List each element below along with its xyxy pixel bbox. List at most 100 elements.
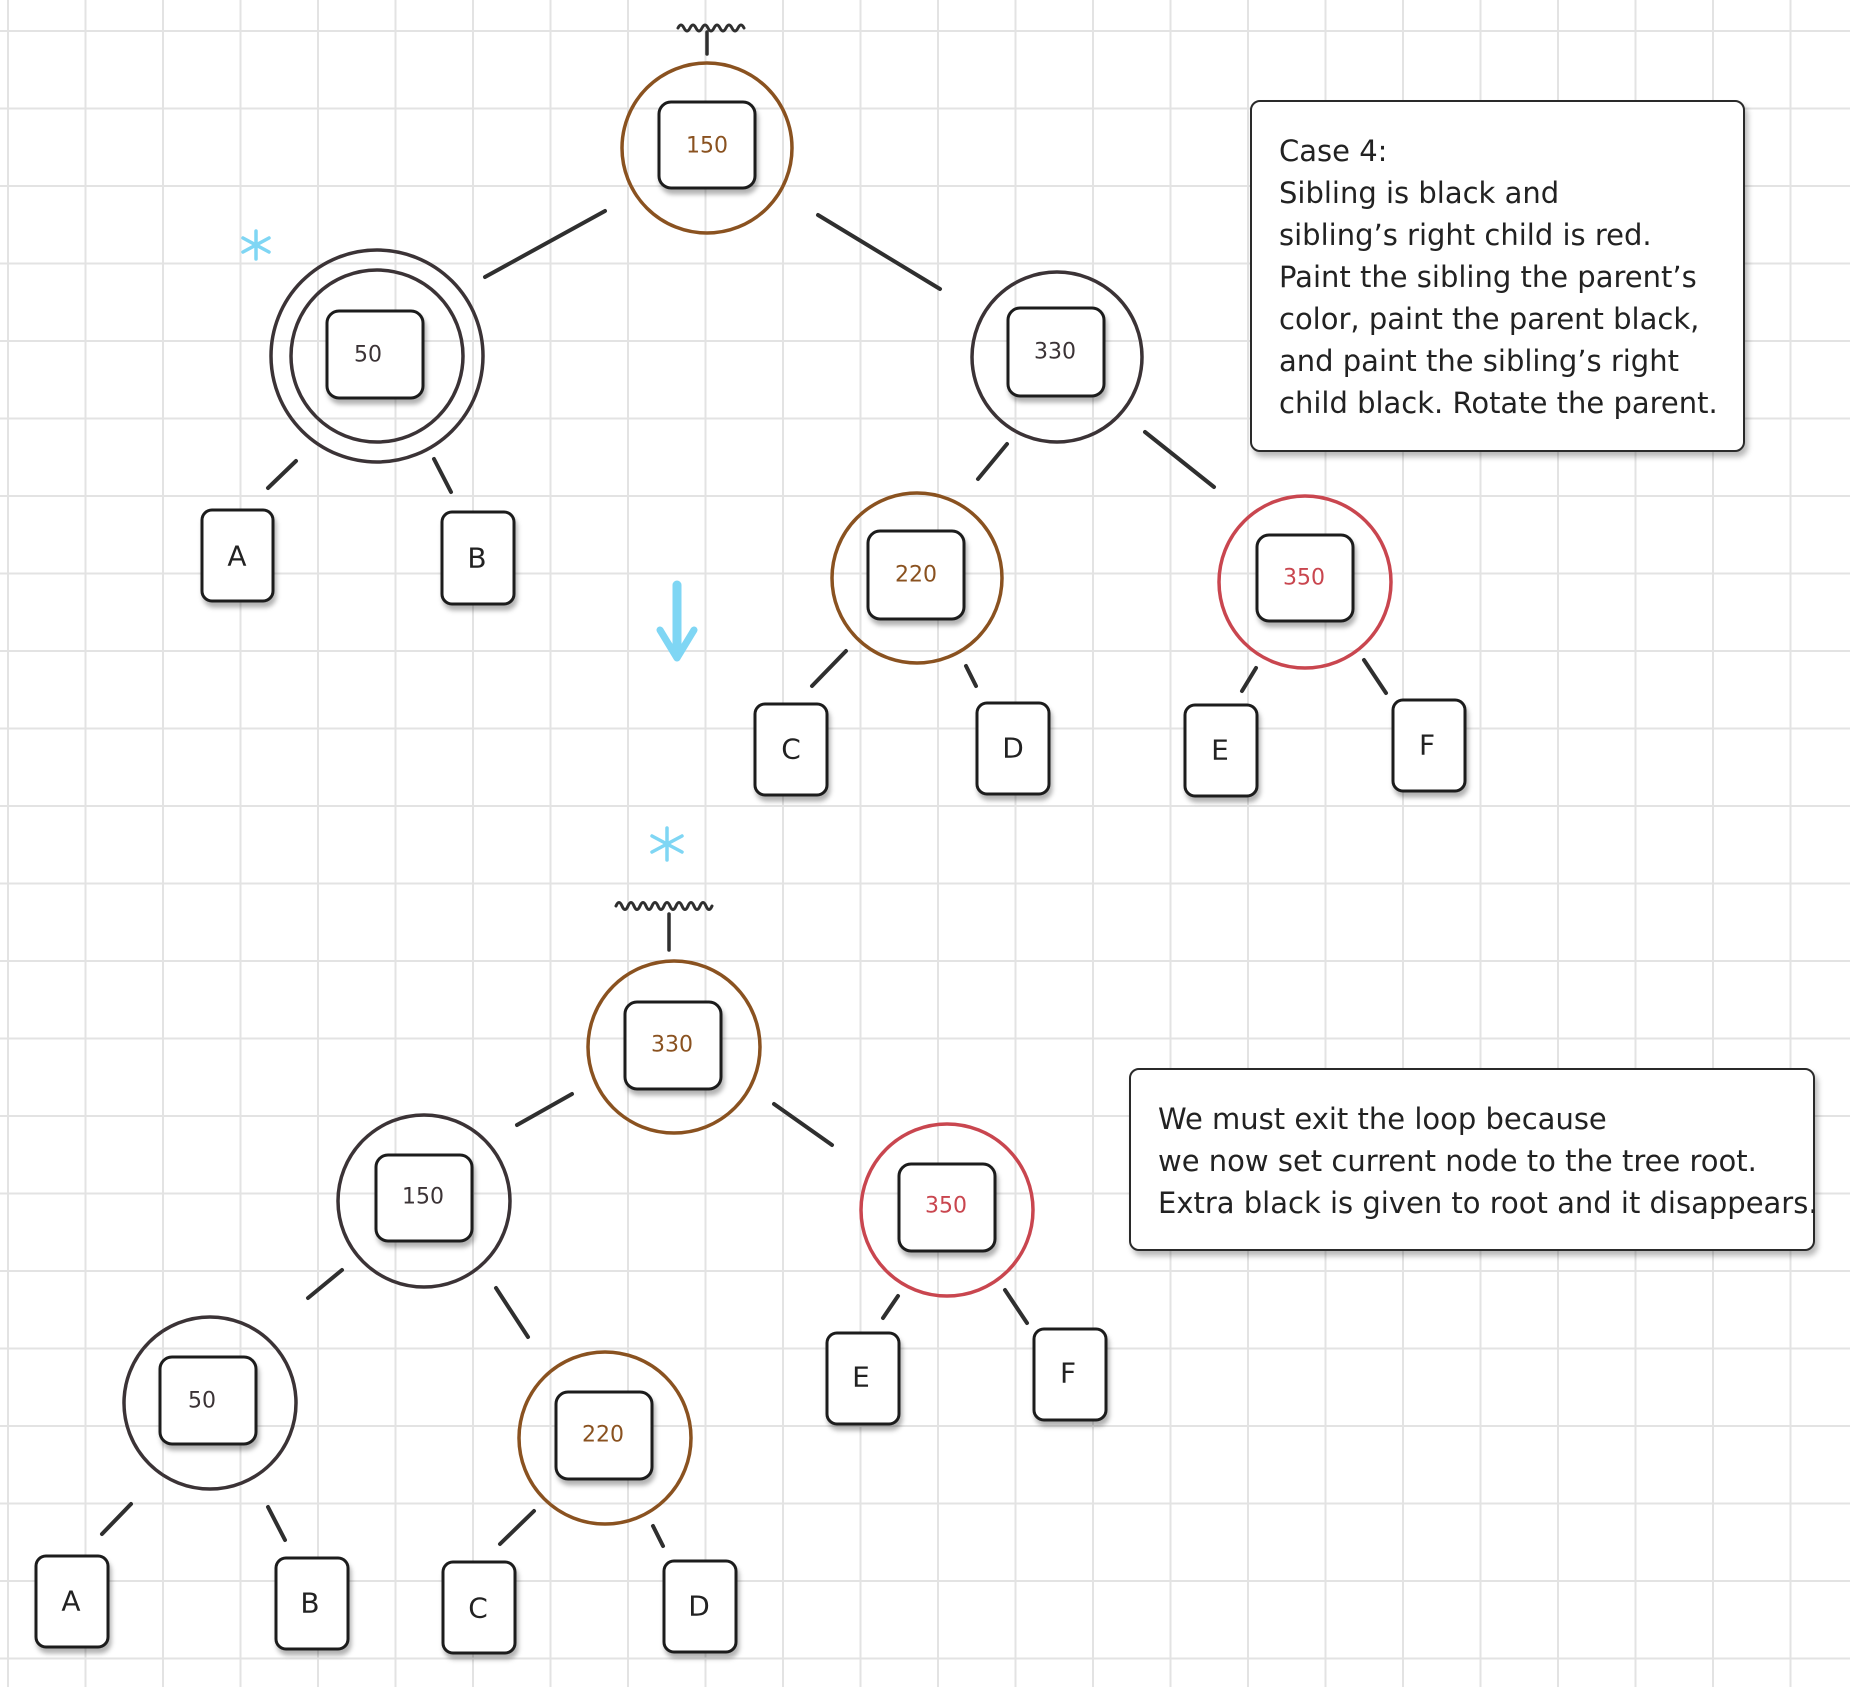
edge-220-D xyxy=(651,1524,665,1548)
root-squiggle xyxy=(614,901,714,911)
node-220-box xyxy=(554,1390,654,1481)
node-330-box xyxy=(1006,306,1106,398)
leaf-E-box xyxy=(825,1331,901,1426)
node-220: 220 xyxy=(830,491,1004,665)
node-350-label: 350 xyxy=(1283,566,1325,591)
node-150: 150 xyxy=(620,61,794,235)
leaf-E-box xyxy=(1183,703,1259,798)
leaf-F-label: F xyxy=(1419,729,1435,762)
note-line: sibling’s right child is red. xyxy=(1279,218,1652,252)
note-line: Case 4: xyxy=(1279,134,1388,168)
leaf-F: F xyxy=(1391,698,1467,793)
leaf-B-box xyxy=(274,1556,350,1651)
bottom-tree: 330 150 350 50 220 A B xyxy=(34,901,1108,1655)
node-330-ring xyxy=(970,270,1144,444)
node-50-label: 50 xyxy=(188,1389,216,1414)
leaf-F-box xyxy=(1391,698,1467,793)
leaf-C-box xyxy=(753,702,829,797)
leaf-A-label: A xyxy=(61,1585,80,1618)
node-150-box xyxy=(657,100,757,190)
node-350-ring xyxy=(859,1122,1035,1298)
edge-50-A xyxy=(100,1502,133,1536)
transition-down-arrow-icon xyxy=(656,580,698,662)
edge-150-50 xyxy=(483,209,607,279)
node-50-box xyxy=(158,1355,258,1446)
leaf-B-label: B xyxy=(467,542,486,575)
node-220-ring xyxy=(830,491,1004,665)
node-330-label: 330 xyxy=(651,1033,693,1058)
node-150-label: 150 xyxy=(686,134,728,159)
node-330-box xyxy=(623,1000,723,1091)
edge-350-F xyxy=(1003,1288,1029,1325)
node-350-label: 350 xyxy=(925,1194,967,1219)
leaf-E: E xyxy=(825,1331,901,1426)
node-50-ring xyxy=(122,1315,298,1491)
leaf-C-label: C xyxy=(468,1592,488,1625)
node-50-box xyxy=(325,309,425,400)
node-150: 150 xyxy=(336,1113,512,1289)
leaf-C-label: C xyxy=(781,733,801,766)
node-50: 50 xyxy=(122,1315,298,1491)
edge-220-C xyxy=(810,649,848,688)
note-line: Paint the sibling the parent’s xyxy=(1279,260,1697,294)
edge-150-50 xyxy=(306,1268,344,1300)
edge-220-D xyxy=(964,664,978,688)
leaf-F-label: F xyxy=(1060,1357,1076,1390)
leaf-C-box xyxy=(441,1560,517,1655)
note-line: we now set current node to the tree root… xyxy=(1158,1144,1757,1178)
exit-loop-note: We must exit the loop because we now set… xyxy=(1129,1068,1818,1251)
edge-220-C xyxy=(498,1509,536,1546)
node-220-ring xyxy=(517,1350,693,1526)
node-330: 330 xyxy=(970,270,1144,444)
node-330: 330 xyxy=(586,959,762,1135)
leaf-A-box xyxy=(34,1554,110,1649)
node-350-box xyxy=(897,1162,997,1253)
leaf-A-box xyxy=(200,508,275,603)
leaf-F-box xyxy=(1032,1327,1108,1422)
node-350: 350 xyxy=(859,1122,1035,1298)
node-220: 220 xyxy=(517,1350,693,1526)
edge-330-220 xyxy=(976,442,1009,481)
edges xyxy=(100,1092,1029,1548)
node-50-double-black: 50 xyxy=(269,248,485,464)
note-line: and paint the sibling’s right xyxy=(1279,344,1679,378)
leaf-E-label: E xyxy=(852,1361,870,1394)
node-150-ring xyxy=(620,61,794,235)
edge-150-220 xyxy=(494,1286,530,1339)
node-330-label: 330 xyxy=(1034,340,1076,365)
node-350: 350 xyxy=(1217,494,1393,670)
leaf-D: D xyxy=(662,1559,738,1654)
leaf-E-label: E xyxy=(1211,734,1229,767)
edge-150-330 xyxy=(816,213,942,291)
node-330-ring xyxy=(586,959,762,1135)
edge-330-350 xyxy=(772,1102,834,1147)
edge-350-F xyxy=(1362,658,1388,695)
note-line: Extra black is given to root and it disa… xyxy=(1158,1186,1818,1220)
leaf-D-label: D xyxy=(688,1590,710,1623)
edges xyxy=(266,209,1388,695)
node-220-box xyxy=(866,529,966,621)
top-tree: 150 50 330 220 350 A xyxy=(200,23,1467,798)
edge-50-B xyxy=(266,1505,287,1542)
note-line: color, paint the parent black, xyxy=(1279,302,1700,336)
leaf-A: A xyxy=(200,508,275,603)
note-line: Sibling is black and xyxy=(1279,176,1560,210)
node-220-label: 220 xyxy=(895,563,937,588)
edge-50-B xyxy=(432,457,453,494)
node-150-label: 150 xyxy=(402,1185,444,1210)
current-node-asterisk-icon xyxy=(241,229,271,261)
node-50-label: 50 xyxy=(354,343,382,368)
leaf-C: C xyxy=(753,702,829,797)
edge-330-350 xyxy=(1143,430,1216,489)
leaf-A: A xyxy=(34,1554,110,1649)
node-350-box xyxy=(1255,533,1355,623)
leaf-D-box xyxy=(662,1559,738,1654)
edge-350-E xyxy=(1240,666,1258,693)
node-50-inner-ring xyxy=(289,268,465,444)
leaf-A-label: A xyxy=(227,540,246,573)
root-squiggle xyxy=(676,23,746,33)
node-50-outer-ring xyxy=(269,248,485,464)
leaf-C: C xyxy=(441,1560,517,1655)
node-150-ring xyxy=(336,1113,512,1289)
